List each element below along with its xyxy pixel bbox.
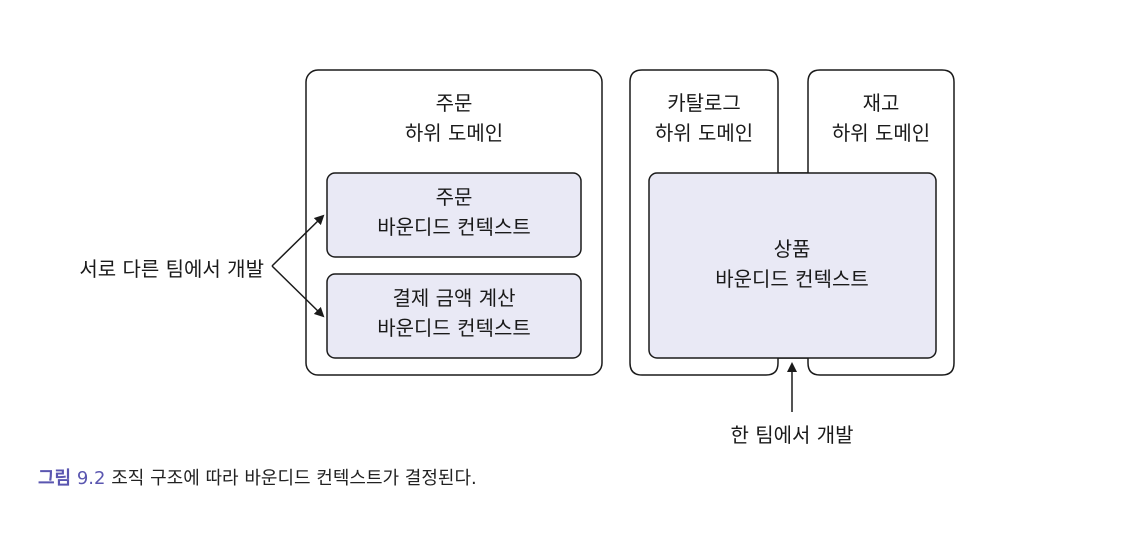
product-context-subtitle: 바운디드 컨텍스트 [715,267,869,291]
inventory-subdomain-subtitle: 하위 도메인 [832,121,930,145]
caption-text: 조직 구조에 따라 바운디드 컨텍스트가 결정된다. [111,468,477,489]
arrow-to-order-context [271,214,325,267]
product-context-title: 상품 [774,237,811,261]
order-subdomain-title: 주문 [436,91,473,115]
payment-context-subtitle: 바운디드 컨텍스트 [377,316,531,340]
payment-bounded-context: 결제 금액 계산 바운디드 컨텍스트 [326,273,582,359]
payment-context-title: 결제 금액 계산 [392,286,515,310]
inventory-subdomain-title: 재고 [863,91,900,115]
product-bounded-context: 상품 바운디드 컨텍스트 [648,172,937,359]
arrow-to-payment-context [271,265,325,318]
one-team-label: 한 팀에서 개발 [730,423,853,447]
one-team-annotation: 한 팀에서 개발 [730,362,854,447]
payment-context-box [326,273,582,359]
order-bounded-context: 주문 바운디드 컨텍스트 [326,172,582,258]
catalog-subdomain-title: 카탈로그 [667,91,741,115]
order-context-subtitle: 바운디드 컨텍스트 [377,215,531,239]
different-teams-annotation: 서로 다른 팀에서 개발 [79,214,325,318]
caption-number: 9.2 [76,468,106,489]
order-context-title: 주문 [436,185,473,209]
product-area: 카탈로그 하위 도메인 재고 하위 도메인 상품 바운디드 컨텍스트 [629,69,955,376]
different-teams-label: 서로 다른 팀에서 개발 [79,257,264,281]
catalog-subdomain-subtitle: 하위 도메인 [655,121,753,145]
figure-caption: 그림 9.2 조직 구조에 따라 바운디드 컨텍스트가 결정된다. [38,464,477,490]
product-context-box [648,172,937,359]
order-context-box [326,172,582,258]
order-subdomain: 주문 하위 도메인 주문 바운디드 컨텍스트 결제 금액 계산 바운디드 컨텍스… [305,69,603,376]
caption-label: 그림 [38,468,72,489]
catalog-inventory-outline [629,69,955,376]
order-subdomain-subtitle: 하위 도메인 [405,121,503,145]
